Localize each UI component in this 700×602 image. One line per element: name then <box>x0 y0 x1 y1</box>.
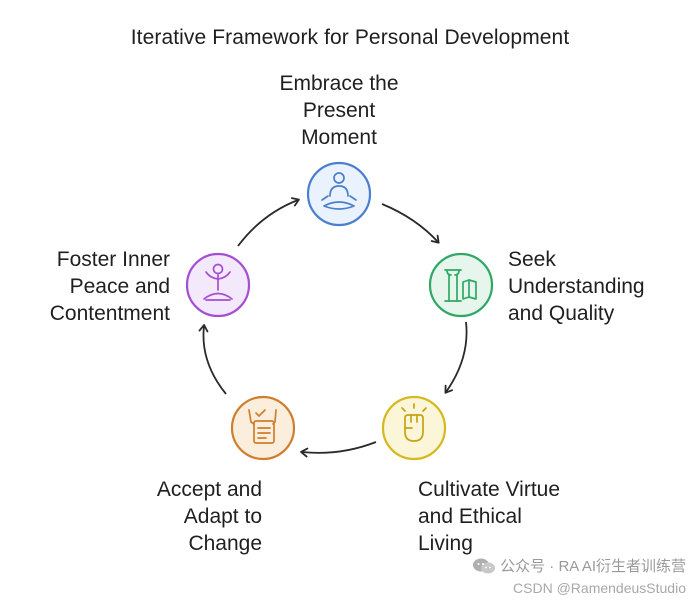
step-circle-cultivate <box>381 395 447 461</box>
raised-fist-icon <box>401 403 427 442</box>
step-label-embrace: Embrace the Present Moment <box>279 72 399 149</box>
diagram-title: Iterative Framework for Personal Develop… <box>130 26 570 49</box>
wechat-icon <box>473 558 496 573</box>
arrow-step1-to-step2 <box>381 203 440 244</box>
meditating-person-icon <box>321 172 357 210</box>
step-node-embrace <box>306 161 372 227</box>
step-node-cultivate <box>381 395 447 461</box>
step-node-accept <box>230 395 296 461</box>
step-label-accept: Accept and Adapt to Change <box>156 478 262 555</box>
watermark-text: 公众号 · RA AI衍生者训练营 <box>500 558 686 575</box>
step-node-seek <box>428 252 494 318</box>
yoga-pose-icon <box>203 263 233 301</box>
step-label-cultivate: Cultivate Virtue and Ethical Living <box>418 478 561 555</box>
arrow-step2-to-step3 <box>444 321 468 394</box>
step-circle-embrace <box>306 161 372 227</box>
step-label-foster: Foster Inner Peace and Contentment <box>49 248 170 325</box>
step-node-foster <box>185 252 251 318</box>
watermark: 公众号 · RA AI衍生者训练营 <box>472 555 686 576</box>
arrow-step4-to-step5 <box>198 324 227 395</box>
arrow-step5-to-step1 <box>237 197 300 247</box>
arrow-step3-to-step4 <box>300 441 377 458</box>
checklist-icon <box>248 409 277 444</box>
step-circle-seek <box>428 252 494 318</box>
watermark-credit: CSDN @RamendeusStudio <box>513 580 686 596</box>
step-label-seek: Seek Understanding and Quality <box>508 248 645 325</box>
column-book-icon <box>444 269 477 302</box>
